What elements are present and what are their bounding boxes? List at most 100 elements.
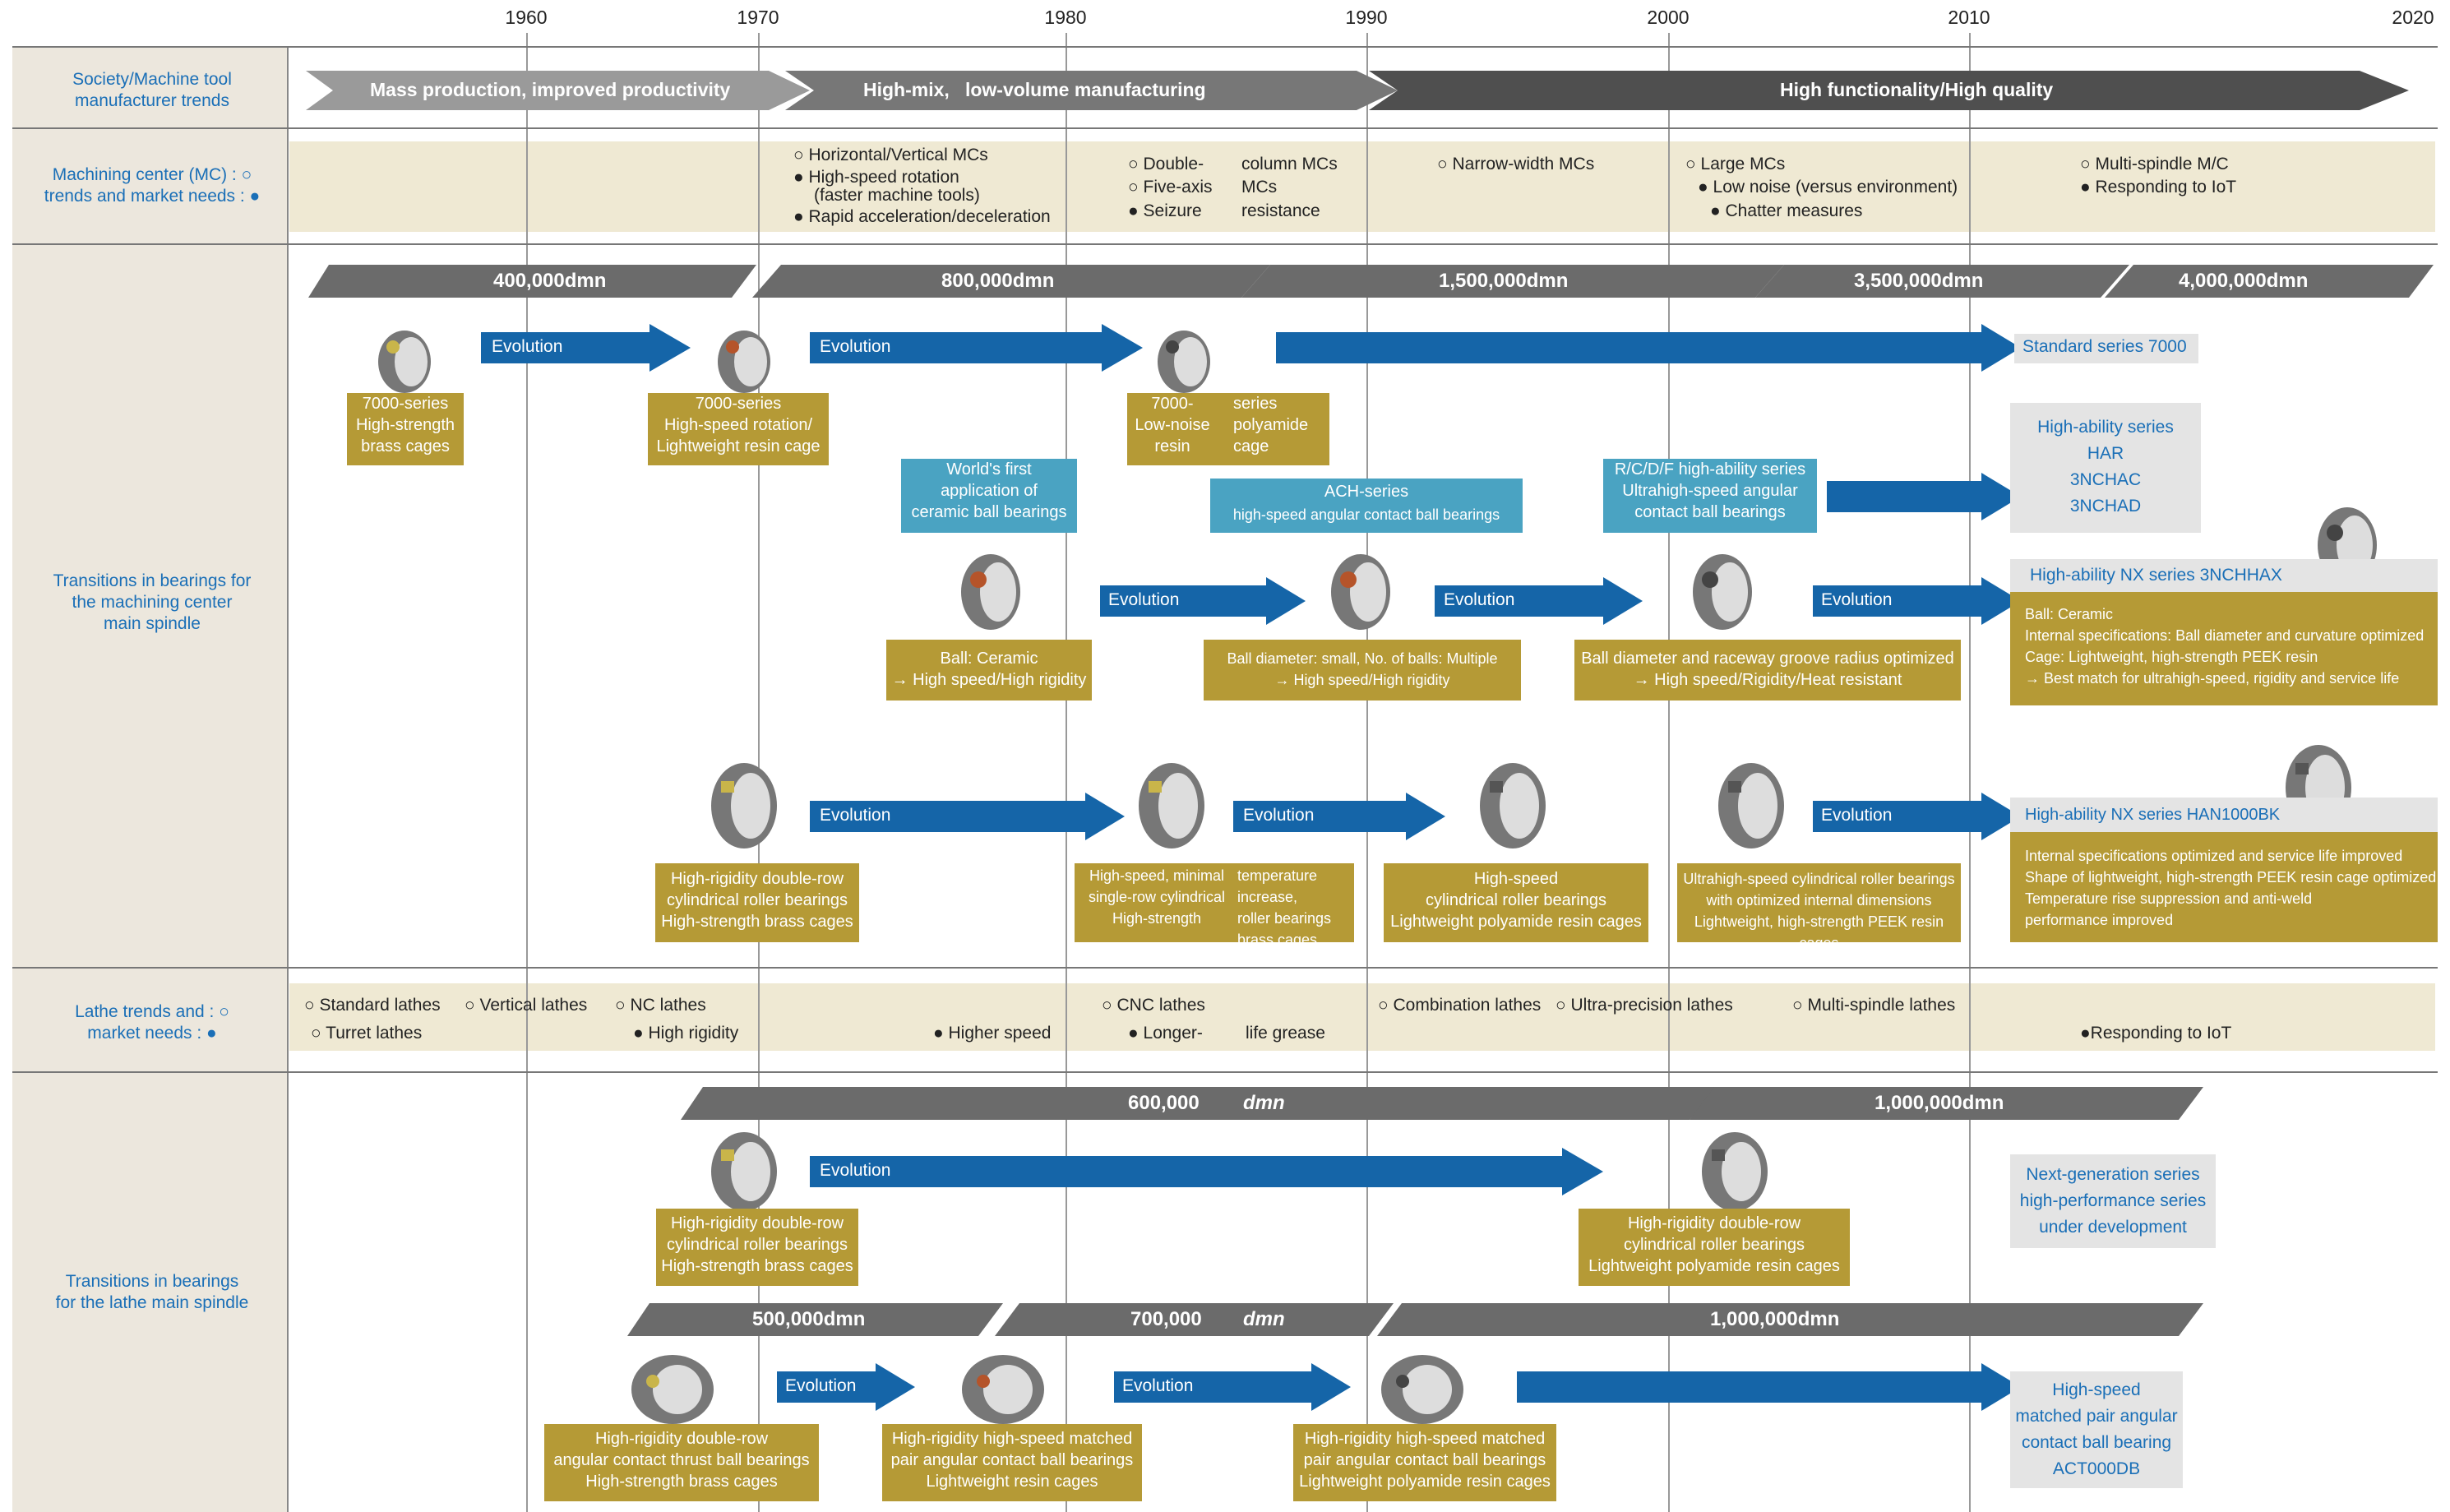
bearing-box: Ball diameter: small, No. of balls: Mult… <box>1204 640 1521 701</box>
nx-series-box: Ball: Ceramic Internal specifications: B… <box>2010 592 2438 705</box>
gridline-1990 <box>1366 33 1368 1512</box>
evolution-arrow <box>777 1363 915 1411</box>
bearing-icon <box>1702 1132 1768 1211</box>
evolution-arrow <box>481 324 691 372</box>
speed-label: 800,000dmn <box>941 270 1055 292</box>
society-arrow-3 <box>1369 71 2409 110</box>
society-arrow-label: Mass production, improved productivity <box>370 79 731 100</box>
mc-need: ● Low noise (versus environment) <box>1698 178 1958 197</box>
evolution-arrow <box>1517 1363 2021 1411</box>
mc-need: ○ Horizontal/Vertical MCs <box>793 146 988 164</box>
mc-need: ○ Multi-spindle M/C <box>2080 155 2229 173</box>
evolution-label: Evolution <box>820 1161 891 1180</box>
bearing-box: High-speed, minimal single-row cylindric… <box>1088 867 1226 927</box>
row-divider <box>12 967 2438 969</box>
mc-needs-band <box>289 141 2435 232</box>
bearing-box: 7000-series High-speed rotation/ Lightwe… <box>648 393 829 465</box>
evolution-arrow <box>810 324 1143 372</box>
speed-label: 4,000,000dmn <box>2179 270 2309 292</box>
lathe-need: ●Responding to IoT <box>2080 1024 2232 1043</box>
bearing-icon <box>1480 763 1546 848</box>
speed-band-3 <box>1241 265 1784 298</box>
bearing-box: High-rigidity high-speed matched pair an… <box>882 1424 1142 1501</box>
evolution-label: Evolution <box>1444 590 1515 609</box>
lathe-need: life grease <box>1246 1024 1325 1043</box>
evolution-arrow <box>810 793 1125 840</box>
bearing-box: Ultrahigh-speed cylindrical roller beari… <box>1677 863 1961 951</box>
row-divider <box>12 127 2438 129</box>
evolution-arrow <box>1100 577 1306 625</box>
teal-box: World's first application of ceramic bal… <box>901 459 1077 533</box>
row-label-mc-bearings: Transitions in bearings for the machinin… <box>53 571 252 633</box>
bearing-box: series polyamide cage <box>1233 395 1309 455</box>
bearing-box: Ball: Ceramic → High speed/High rigidity <box>886 640 1092 701</box>
bearing-icon <box>1331 554 1390 630</box>
society-arrow-2 <box>785 71 1398 110</box>
evolution-arrow <box>1114 1363 1351 1411</box>
gridline-1960 <box>526 33 528 1512</box>
lathe-needs-band <box>289 983 2435 1051</box>
lathe-speed-band-1 <box>681 1087 1718 1120</box>
evolution-arrow <box>1827 473 2021 520</box>
speed-label: 400,000dmn <box>493 270 607 292</box>
lathe-speed-band-5 <box>1377 1303 2203 1336</box>
bearing-icon <box>378 331 431 393</box>
gridline-2000 <box>1668 33 1670 1512</box>
bearing-box: High-rigidity double-row angular contact… <box>544 1424 819 1501</box>
lathe-need: ○ CNC lathes <box>1102 996 1205 1015</box>
bearing-box: 7000- Low-noise resin <box>1135 395 1210 455</box>
evolution-arrow <box>810 1148 1603 1195</box>
mc-need: ● Responding to IoT <box>2080 178 2237 197</box>
row-header-column <box>12 47 288 1512</box>
speed-label: dmn <box>1243 1092 1285 1114</box>
mc-need: ● Chatter measures <box>1710 201 1863 220</box>
teal-box: high-speed angular contact ball bearings <box>1232 506 1500 523</box>
evolution-arrow <box>1813 793 2021 840</box>
lathe-need: ○ Multi-spindle lathes <box>1792 996 1956 1015</box>
speed-label: 3,500,000dmn <box>1854 270 1984 292</box>
row-divider <box>12 1071 2438 1073</box>
row-label-lathe: Lathe trends and : ○ market needs : ● <box>75 1002 229 1043</box>
mc-need: ○ Double- <box>1128 155 1204 173</box>
evolution-label: Evolution <box>785 1376 857 1395</box>
row-label-mc: Machining center (MC) : ○ trends and mar… <box>44 165 261 206</box>
evolution-label: Evolution <box>1108 590 1180 609</box>
evolution-arrow <box>1813 577 2021 625</box>
mc-need: ● High-speed rotation <box>793 168 959 187</box>
lathe-speed-band-4 <box>995 1303 1394 1336</box>
lathe-need: ○ Ultra-precision lathes <box>1556 996 1733 1015</box>
bearing-box-frame <box>1127 393 1329 465</box>
teal-box: ACH-series <box>1324 483 1409 501</box>
evolution-label: Evolution <box>1821 590 1893 609</box>
teal-box: R/C/D/F high-ability series Ultrahigh-sp… <box>1603 459 1817 533</box>
society-arrow-label: High functionality/High quality <box>1780 79 2054 100</box>
year-1970: 1970 <box>737 7 779 28</box>
mc-need: ○ Large MCs <box>1685 155 1786 173</box>
lathe-need: ○ Standard lathes <box>304 996 441 1015</box>
mc-need: ○ Narrow-width MCs <box>1437 155 1595 173</box>
mc-need: (faster machine tools) <box>814 186 980 205</box>
bearing-box: 7000-series High-strength brass cages <box>347 393 464 465</box>
evolution-label: Evolution <box>1243 806 1315 825</box>
bearing-icon <box>1381 1355 1463 1424</box>
nx-series-title: High-ability NX series 3NCHHAX <box>2010 559 2438 592</box>
year-2010: 2010 <box>1948 7 1990 28</box>
speed-label: 1,000,000dmn <box>1710 1308 1840 1330</box>
lathe-need: ○ NC lathes <box>615 996 706 1015</box>
bearing-box: High-rigidity double-row cylindrical rol… <box>656 1209 858 1286</box>
header-separator <box>287 47 289 1512</box>
mc-need: ● Rapid acceleration/deceleration <box>793 207 1051 226</box>
year-1960: 1960 <box>505 7 548 28</box>
next-generation-box: Next-generation series high-performance … <box>2010 1154 2216 1248</box>
evolution-arrow <box>1435 577 1643 625</box>
bearing-icon <box>1139 763 1204 848</box>
bearing-box: High-rigidity double-row cylindrical rol… <box>655 863 859 942</box>
bearing-box: Ball diameter and raceway groove radius … <box>1574 640 1961 701</box>
speed-label: 1,500,000dmn <box>1439 270 1569 292</box>
lathe-need: ○ Vertical lathes <box>465 996 588 1015</box>
evolution-label: Evolution <box>820 806 891 825</box>
mc-need: resistance <box>1241 201 1320 220</box>
speed-band-2 <box>752 265 1270 298</box>
speed-label: dmn <box>1243 1308 1285 1330</box>
bearing-icon <box>961 554 1020 630</box>
